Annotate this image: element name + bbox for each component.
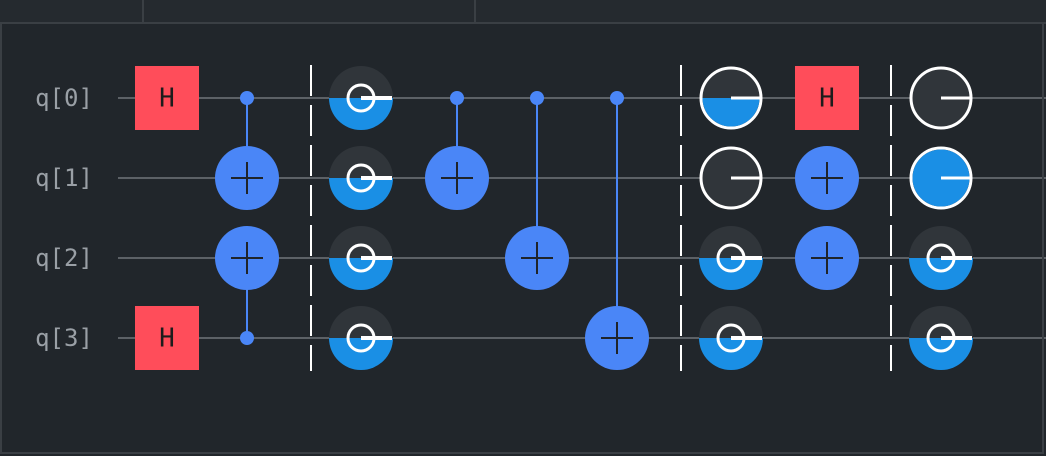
display-fill bbox=[329, 98, 393, 130]
probability-display[interactable] bbox=[909, 226, 973, 290]
probability-display[interactable] bbox=[699, 226, 763, 290]
probability-display[interactable] bbox=[329, 226, 393, 290]
display-fill bbox=[702, 98, 760, 127]
display-fill bbox=[699, 258, 763, 290]
display-fill bbox=[699, 338, 763, 370]
display-fill bbox=[909, 338, 973, 370]
h-gate-box[interactable] bbox=[135, 306, 199, 370]
cnot-target[interactable] bbox=[795, 146, 859, 210]
cnot-control-dot[interactable] bbox=[610, 91, 624, 105]
cnot-control-dot[interactable] bbox=[450, 91, 464, 105]
qubit-label: q[0] bbox=[35, 84, 93, 112]
h-gate[interactable]: H bbox=[795, 66, 859, 130]
qubit-label: q[1] bbox=[35, 164, 93, 192]
tab-bar bbox=[0, 0, 1046, 24]
h-gate-box[interactable] bbox=[135, 66, 199, 130]
tab-slot[interactable] bbox=[0, 0, 144, 22]
qubit-label: q[3] bbox=[35, 324, 93, 352]
h-gate[interactable]: H bbox=[135, 66, 199, 130]
probability-display[interactable] bbox=[329, 146, 393, 210]
state-display-ring[interactable] bbox=[909, 146, 973, 210]
tab-slot[interactable] bbox=[144, 0, 476, 22]
links-layer bbox=[246, 98, 618, 338]
cnot-target[interactable] bbox=[505, 226, 569, 290]
state-display-ring[interactable] bbox=[699, 146, 763, 210]
cnot-control-dot[interactable] bbox=[240, 91, 254, 105]
qubit-label: q[2] bbox=[35, 244, 93, 272]
probability-display[interactable] bbox=[329, 66, 393, 130]
state-display-ring[interactable] bbox=[909, 66, 973, 130]
cnot-target[interactable] bbox=[585, 306, 649, 370]
probability-display[interactable] bbox=[699, 306, 763, 370]
state-display-ring[interactable] bbox=[699, 66, 763, 130]
probability-display[interactable] bbox=[909, 306, 973, 370]
display-fill bbox=[909, 258, 973, 290]
h-gate-label: H bbox=[159, 84, 175, 114]
h-gate-label: H bbox=[159, 324, 175, 354]
cnot-control-dot[interactable] bbox=[240, 331, 254, 345]
h-gate-box[interactable] bbox=[795, 66, 859, 130]
cnot-target[interactable] bbox=[215, 226, 279, 290]
gates-layer: H H H bbox=[135, 65, 973, 371]
cnot-target[interactable] bbox=[215, 146, 279, 210]
h-gate[interactable]: H bbox=[135, 306, 199, 370]
cnot-control-dot[interactable] bbox=[530, 91, 544, 105]
display-fill bbox=[329, 178, 393, 210]
circuit-canvas: q[0] q[1] q[2] q[3] H H H bbox=[35, 65, 1046, 371]
probability-display[interactable] bbox=[329, 306, 393, 370]
display-fill bbox=[329, 258, 393, 290]
h-gate-label: H bbox=[819, 84, 835, 114]
display-fill bbox=[329, 338, 393, 370]
cnot-target[interactable] bbox=[425, 146, 489, 210]
cnot-target[interactable] bbox=[795, 226, 859, 290]
